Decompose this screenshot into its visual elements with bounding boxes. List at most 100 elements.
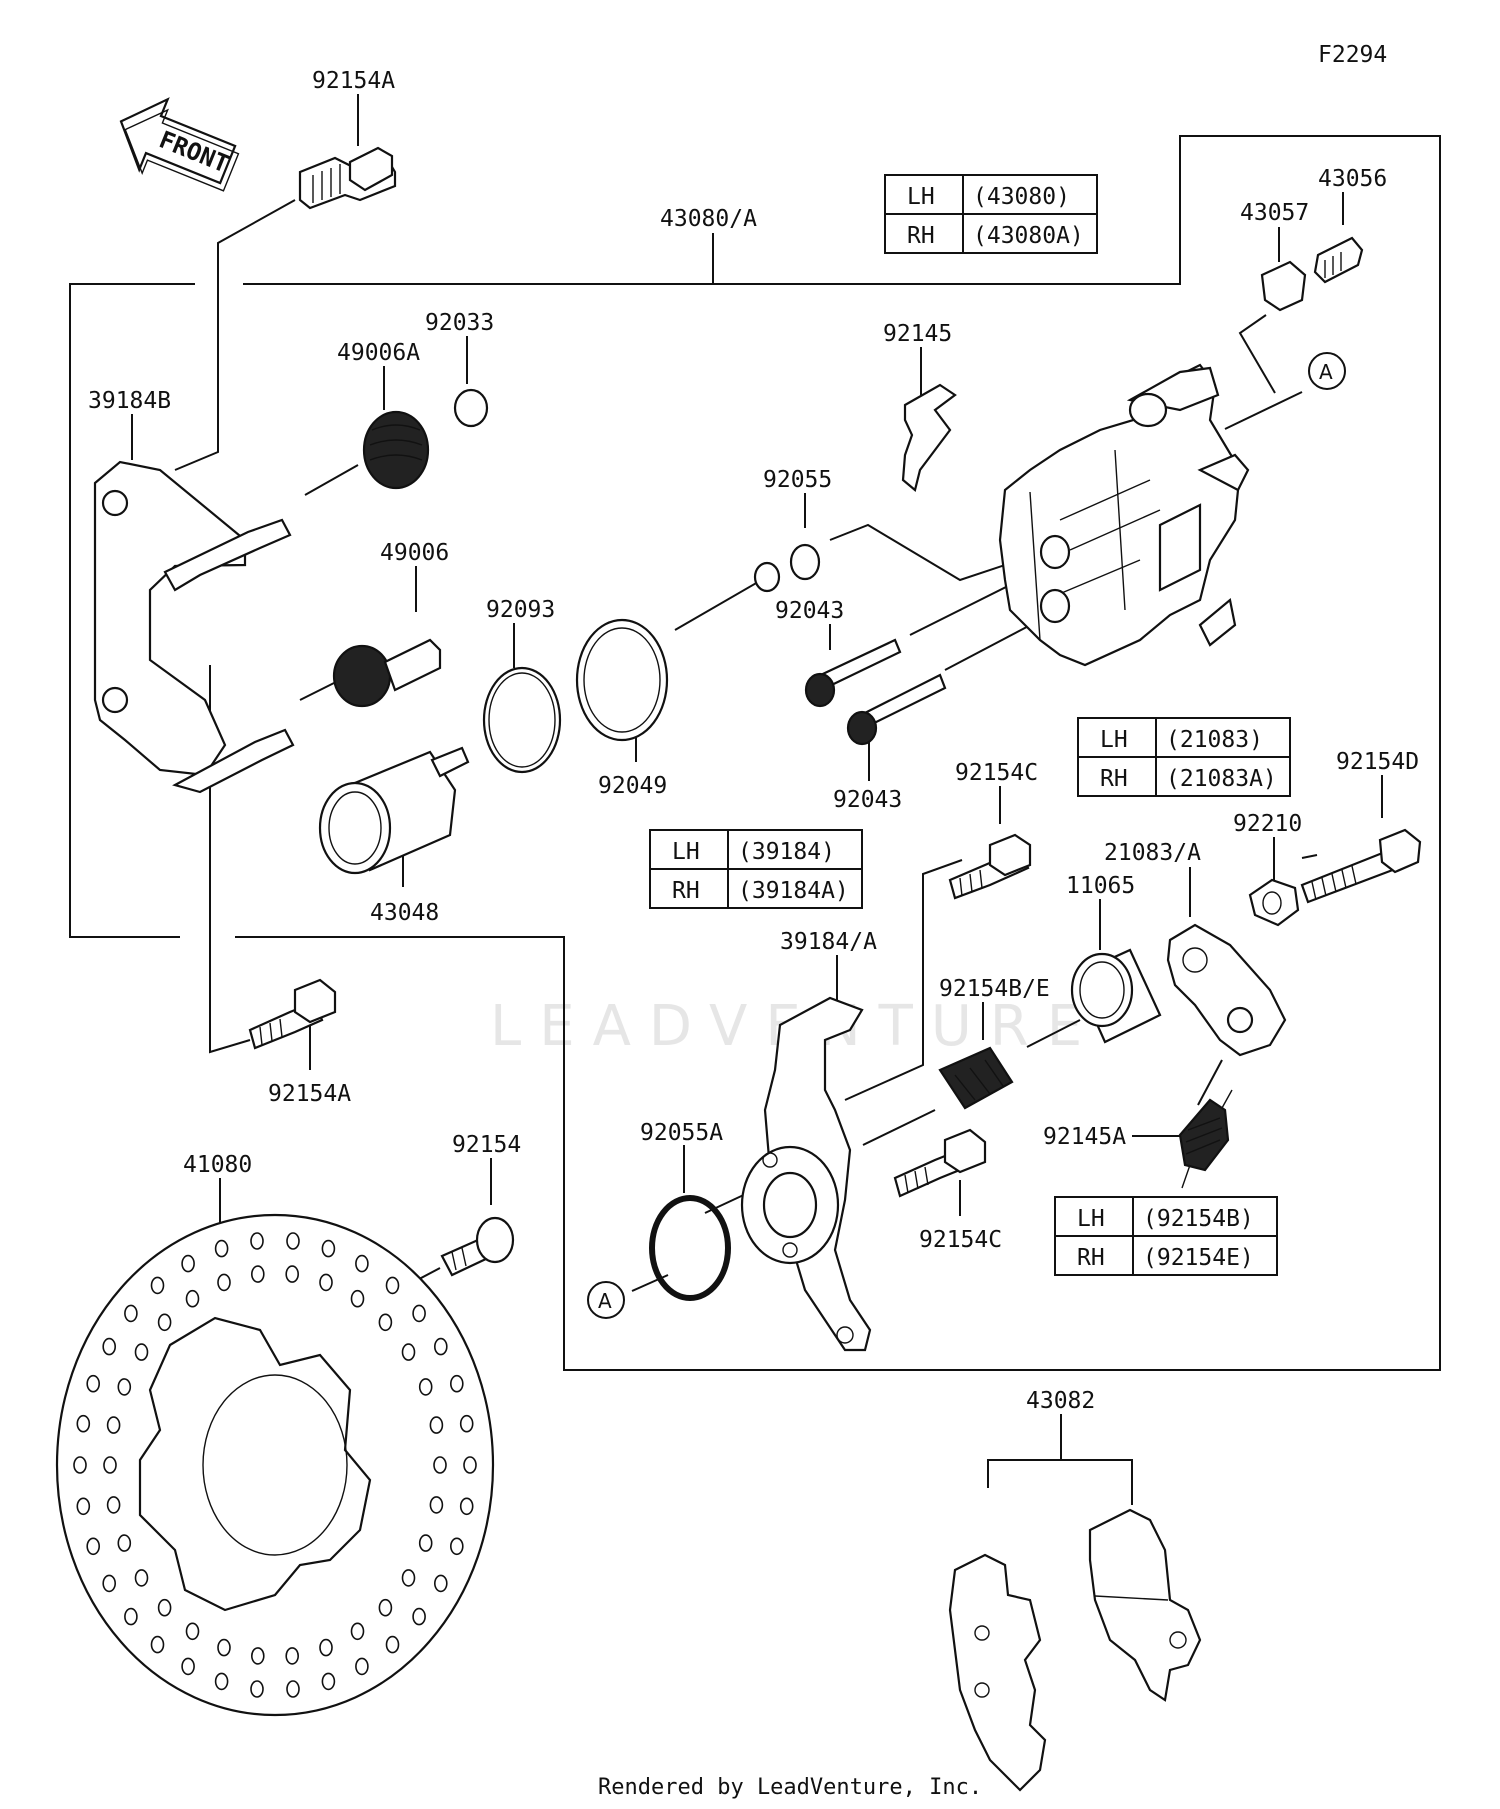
disc-hole bbox=[117, 1378, 132, 1396]
disc-hole bbox=[321, 1239, 336, 1258]
svg-text:LH: LH bbox=[672, 839, 700, 865]
svg-text:LH: LH bbox=[907, 184, 935, 210]
disc-hole bbox=[433, 1574, 448, 1593]
label-92043-a: 92043 bbox=[775, 598, 844, 624]
disc-hole bbox=[418, 1534, 433, 1552]
disc-hole bbox=[124, 1607, 138, 1626]
ring-92055 bbox=[753, 543, 821, 593]
disc-hole bbox=[76, 1414, 91, 1433]
label-92049: 92049 bbox=[598, 773, 667, 799]
svg-text:RH: RH bbox=[1100, 766, 1128, 792]
disc-hole bbox=[250, 1232, 264, 1250]
disc-hole bbox=[214, 1239, 229, 1258]
disc-hole bbox=[429, 1496, 444, 1514]
disc-hole bbox=[385, 1635, 400, 1654]
disc-hole bbox=[103, 1456, 117, 1474]
disc-hole bbox=[106, 1496, 121, 1514]
nut-92210 bbox=[1248, 878, 1300, 927]
assembly-frame-line bbox=[69, 283, 195, 938]
assembly-frame-line bbox=[235, 135, 1441, 1371]
disc-hole bbox=[185, 1622, 200, 1641]
disc-hole bbox=[385, 1276, 400, 1295]
svg-text:LH: LH bbox=[1100, 727, 1128, 753]
disc-hole bbox=[378, 1313, 393, 1332]
boot-49006a bbox=[362, 410, 430, 490]
label-92145a: 92145A bbox=[1043, 1124, 1126, 1150]
bolt-92154a-bot bbox=[248, 978, 337, 1050]
bolt-92154d bbox=[1300, 828, 1422, 904]
table-lever: LH (21083) RH (21083A) bbox=[1077, 717, 1291, 797]
disc-hole bbox=[150, 1276, 165, 1295]
bolt-92154c-bot bbox=[893, 1128, 987, 1198]
disc-hole bbox=[350, 1622, 365, 1641]
disc-hole bbox=[134, 1343, 149, 1361]
label-92033: 92033 bbox=[425, 310, 494, 336]
disc-hole bbox=[250, 1680, 264, 1698]
disc-hole bbox=[459, 1414, 474, 1433]
disc-hole bbox=[433, 1456, 447, 1474]
table-bracket: LH (39184) RH (39184A) bbox=[649, 829, 863, 909]
disc-hole bbox=[102, 1337, 116, 1356]
cup-11065 bbox=[1070, 948, 1162, 1044]
brake-disc-41080 bbox=[55, 1213, 495, 1717]
disc-hole bbox=[76, 1497, 91, 1516]
clip-92145 bbox=[901, 383, 957, 492]
front-arrow-icon: FRONT bbox=[119, 97, 240, 192]
disc-hole bbox=[319, 1273, 333, 1292]
disc-hole bbox=[319, 1638, 333, 1657]
disc-hole bbox=[449, 1374, 464, 1393]
svg-text:LH: LH bbox=[1077, 1206, 1105, 1232]
disc-hole bbox=[412, 1304, 426, 1323]
label-43082: 43082 bbox=[1026, 1388, 1095, 1414]
label-49006: 49006 bbox=[380, 540, 449, 566]
label-92055: 92055 bbox=[763, 467, 832, 493]
callout-a-top: A bbox=[1308, 352, 1346, 390]
disc-hole bbox=[449, 1537, 464, 1556]
cap-43057 bbox=[1260, 260, 1307, 312]
label-92145: 92145 bbox=[883, 321, 952, 347]
pin-92043-b bbox=[846, 673, 947, 746]
disc-hole bbox=[355, 1254, 369, 1273]
label-92055a: 92055A bbox=[640, 1120, 723, 1146]
disc-hole bbox=[150, 1635, 165, 1654]
bolt-92154c-top bbox=[948, 833, 1032, 900]
spring-92145a bbox=[1178, 1089, 1233, 1189]
label-41080: 41080 bbox=[183, 1152, 252, 1178]
svg-text:(43080A): (43080A) bbox=[973, 223, 1084, 249]
brake-pad-43082-left bbox=[948, 1553, 1047, 1792]
label-92043-b: 92043 bbox=[833, 787, 902, 813]
piston-43048 bbox=[318, 746, 470, 875]
bleeder-43056 bbox=[1313, 236, 1364, 284]
boot-49006 bbox=[332, 638, 442, 708]
ring-92093 bbox=[482, 666, 562, 774]
callout-a-bottom: A bbox=[587, 1281, 625, 1319]
disc-hole bbox=[217, 1638, 231, 1657]
disc-hole bbox=[117, 1534, 132, 1552]
svg-text:(92154B): (92154B) bbox=[1143, 1206, 1254, 1232]
adjuster-92154be bbox=[938, 1046, 1014, 1110]
disc-hole bbox=[86, 1374, 100, 1393]
label-21083: 21083/A bbox=[1104, 840, 1201, 866]
label-92093: 92093 bbox=[486, 597, 555, 623]
svg-text:RH: RH bbox=[1077, 1245, 1105, 1271]
label-92154: 92154 bbox=[452, 1132, 521, 1158]
disc-hole bbox=[285, 1647, 300, 1665]
label-92154be: 92154B/E bbox=[939, 976, 1050, 1002]
pin-92043-a bbox=[804, 638, 902, 708]
disc-hole bbox=[250, 1265, 265, 1283]
disc-hole bbox=[102, 1574, 116, 1593]
leader-lines bbox=[131, 94, 1383, 1505]
label-92210: 92210 bbox=[1233, 811, 1302, 837]
svg-text:(39184): (39184) bbox=[738, 839, 835, 865]
diagram-code: F2294 bbox=[1318, 42, 1387, 68]
disc-hole bbox=[401, 1569, 416, 1587]
svg-text:RH: RH bbox=[907, 223, 935, 249]
bracket-39184b bbox=[93, 460, 295, 794]
disc-hole bbox=[463, 1456, 477, 1474]
label-92154a-top: 92154A bbox=[312, 68, 395, 94]
disc-hole bbox=[401, 1343, 416, 1361]
lever-21083 bbox=[1166, 923, 1287, 1057]
label-43080: 43080/A bbox=[660, 206, 757, 232]
bolt-92154 bbox=[440, 1216, 515, 1277]
